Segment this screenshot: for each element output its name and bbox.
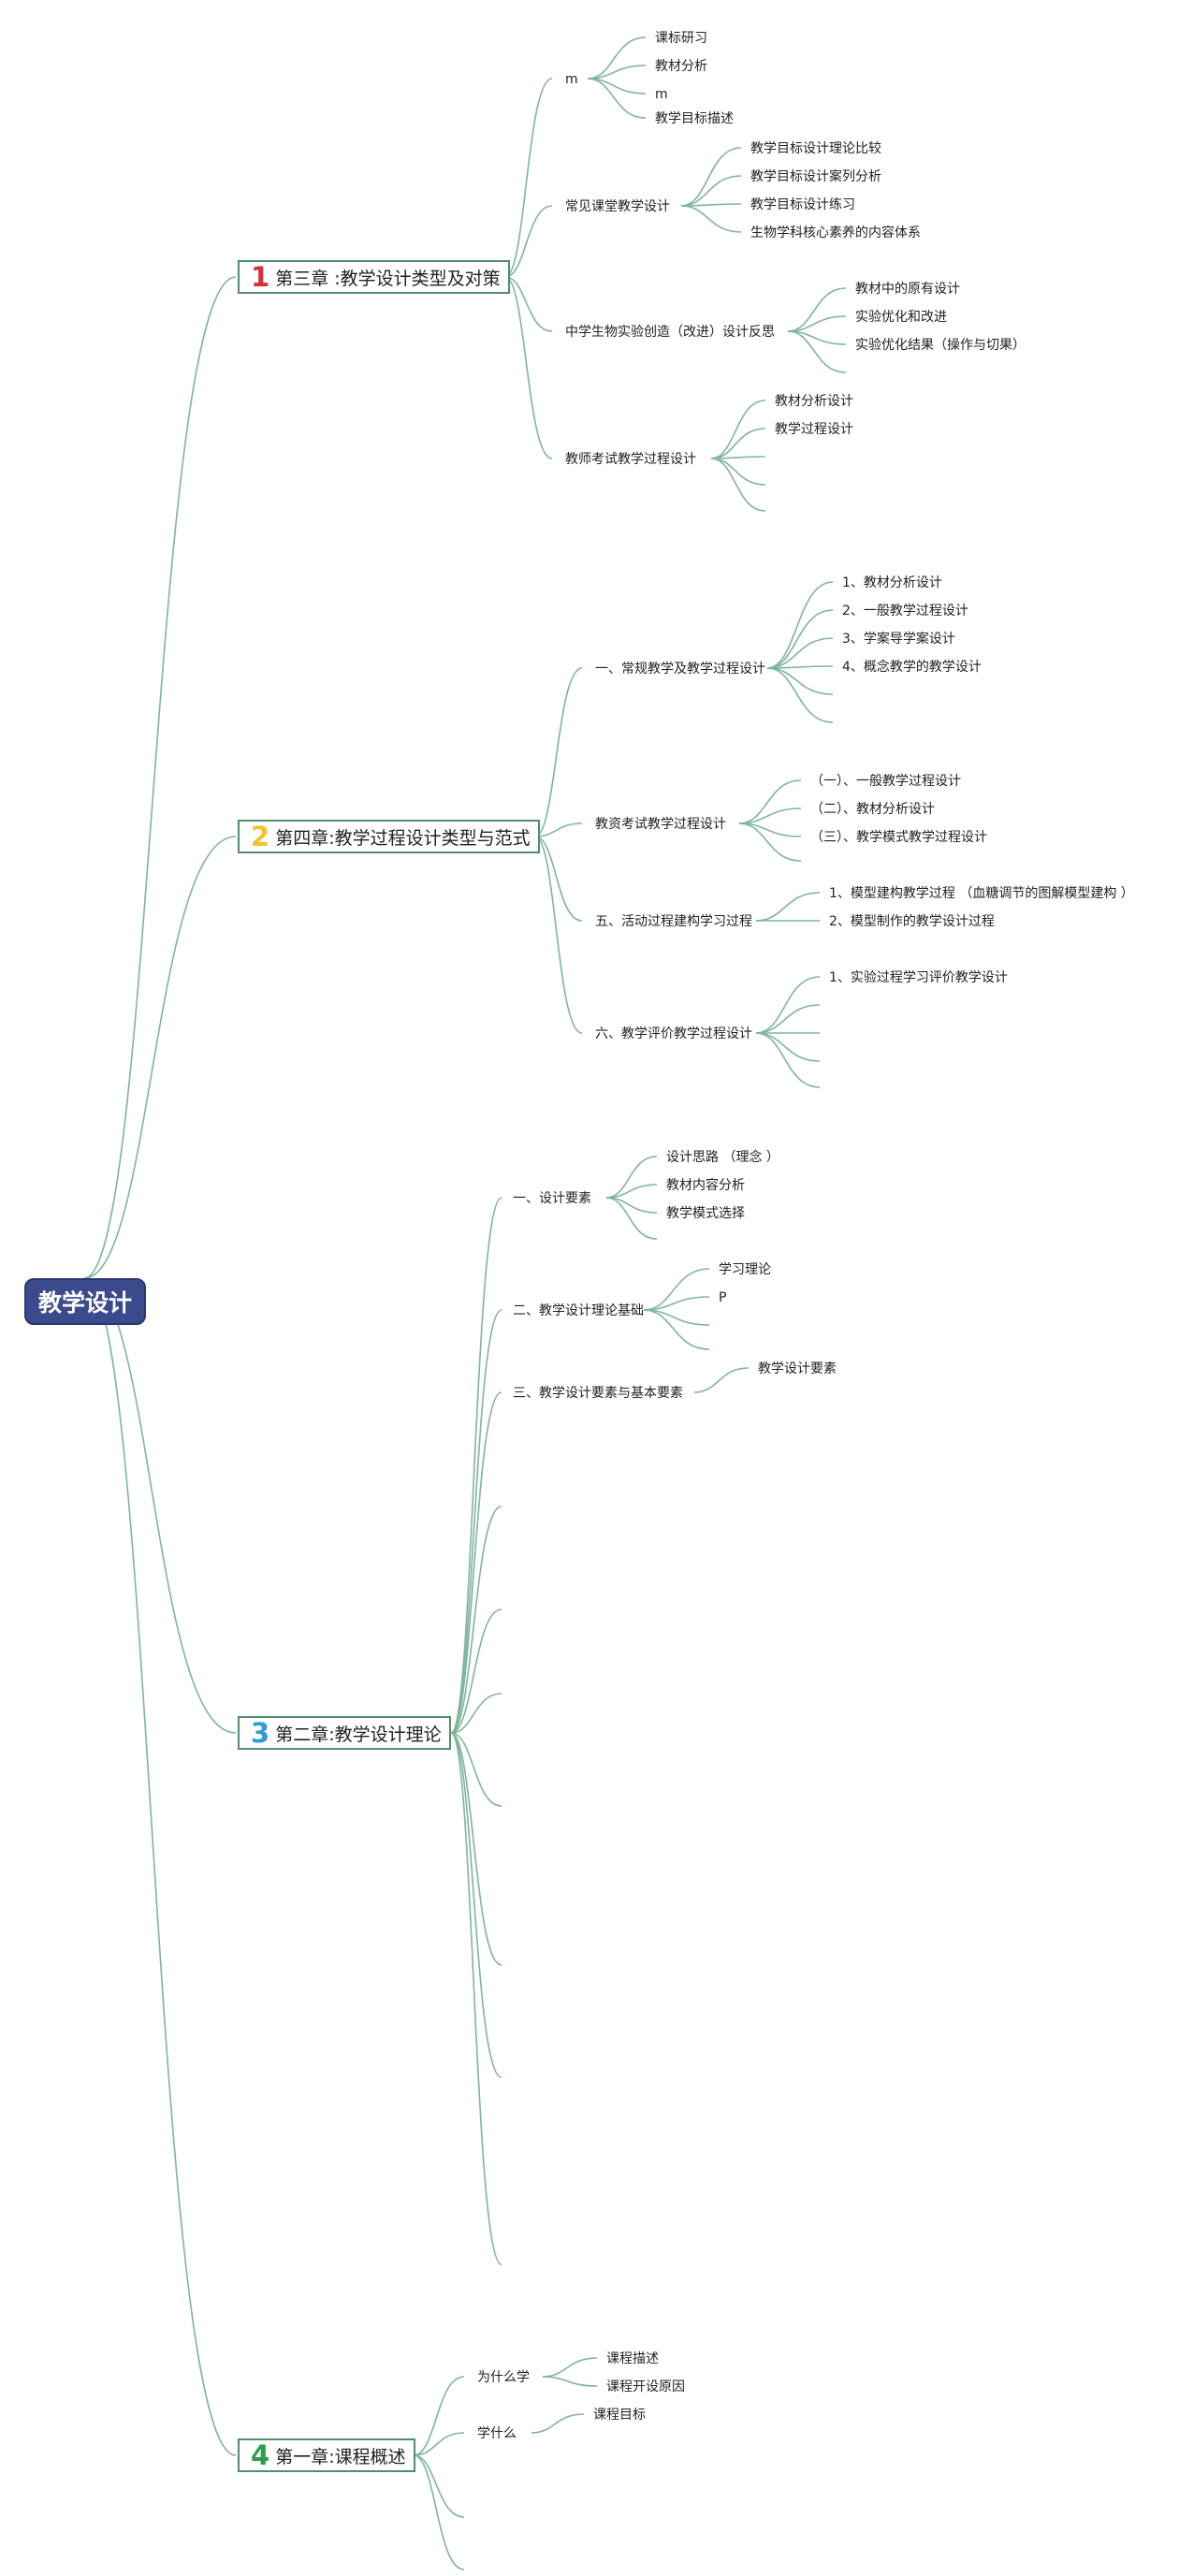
c3s1-item-3[interactable]: 教学模式选择 — [666, 1206, 745, 1221]
chapter-node-2[interactable]: 2 第四章:教学过程设计类型与范式 — [238, 820, 540, 853]
c2s1-item-4[interactable]: 4、概念教学的教学设计 — [842, 660, 982, 675]
c2s1-item-1[interactable]: 1、教材分析设计 — [842, 575, 942, 590]
chapter-label-4: 第一章:课程概述 — [275, 2446, 406, 2467]
c3s2-item-2[interactable]: P — [719, 1290, 727, 1305]
chapter-number-4: 4 — [251, 2438, 270, 2471]
c1s2-item-3[interactable]: 教学目标设计练习 — [750, 197, 855, 212]
c1s2-item-4[interactable]: 生物学科核心素养的内容体系 — [750, 226, 921, 240]
c2s3-item-1[interactable]: 1、模型建构教学过程 （血糖调节的图解模型建构 ） — [829, 886, 1134, 901]
chapter-number-1: 1 — [251, 260, 270, 293]
c1s3-item-3[interactable]: 实验优化结果（操作与切果） — [855, 338, 1026, 353]
c2s2-item-3[interactable]: （三）、教学模式教学过程设计 — [810, 830, 987, 845]
c2s1-item-2[interactable]: 2、一般教学过程设计 — [842, 604, 968, 619]
c2s3-item-2[interactable]: 2、模型制作的教学设计过程 — [829, 914, 995, 929]
c3-section-2[interactable]: 二、教学设计理论基础 — [513, 1303, 644, 1318]
c1s4-item-2[interactable]: 教学过程设计 — [775, 422, 853, 437]
c3s2-item-1[interactable]: 学习理论 — [719, 1262, 771, 1277]
chapter-node-4[interactable]: 4 第一章:课程概述 — [238, 2438, 415, 2472]
c1s1-item-1[interactable]: 课标研习 — [655, 31, 707, 46]
chapter-label-2: 第四章:教学过程设计类型与范式 — [275, 827, 531, 849]
c4s1-item-2[interactable]: 课程开设原因 — [606, 2380, 685, 2394]
c2s1-item-3[interactable]: 3、学案导学案设计 — [842, 632, 955, 647]
c3-section-3[interactable]: 三、教学设计要素与基本要素 — [513, 1386, 683, 1401]
c3s1-item-1[interactable]: 设计思路 （理念 ） — [666, 1150, 779, 1165]
c4s2-item-1[interactable]: 课程目标 — [593, 2408, 646, 2423]
c2s2-item-1[interactable]: （一）、一般教学过程设计 — [810, 774, 961, 789]
c2-section-2[interactable]: 教资考试教学过程设计 — [595, 817, 726, 832]
c2s4-item-1[interactable]: 1、实验过程学习评价教学设计 — [829, 970, 1008, 985]
c2-section-1[interactable]: 一、常规教学及教学过程设计 — [595, 662, 765, 677]
c4-section-2[interactable]: 学什么 — [477, 2426, 517, 2441]
c4s1-item-1[interactable]: 课程描述 — [606, 2351, 659, 2366]
chapter-number-2: 2 — [251, 820, 270, 852]
chapter-number-3: 3 — [251, 1716, 270, 1749]
c3s3-item-1[interactable]: 教学设计要素 — [758, 1361, 837, 1376]
c1s1-item-3[interactable]: m — [655, 87, 668, 102]
chapter-node-3[interactable]: 3 第二章:教学设计理论 — [238, 1716, 451, 1750]
chapter-label-1: 第三章 :教学设计类型及对策 — [275, 268, 501, 289]
c3-section-1[interactable]: 一、设计要素 — [513, 1191, 591, 1206]
chapter-node-1[interactable]: 1 第三章 :教学设计类型及对策 — [238, 260, 510, 294]
c1-section-3[interactable]: 中学生物实验创造（改进）设计反思 — [565, 325, 775, 340]
c2-section-3[interactable]: 五、活动过程建构学习过程 — [595, 914, 752, 929]
c4-section-1[interactable]: 为什么学 — [477, 2370, 530, 2385]
c1-section-2[interactable]: 常见课堂教学设计 — [565, 199, 670, 214]
root-node[interactable]: 教学设计 — [24, 1278, 146, 1325]
c1s2-item-2[interactable]: 教学目标设计案列分析 — [750, 169, 881, 184]
c1s3-item-1[interactable]: 教材中的原有设计 — [855, 282, 960, 297]
c3s1-item-2[interactable]: 教材内容分析 — [666, 1178, 745, 1193]
c1s1-item-2[interactable]: 教材分析 — [655, 59, 707, 74]
chapter-label-3: 第二章:教学设计理论 — [275, 1724, 442, 1745]
c1s4-item-1[interactable]: 教材分析设计 — [775, 394, 853, 409]
c2s2-item-2[interactable]: （二）、教材分析设计 — [810, 802, 935, 817]
c1s2-item-1[interactable]: 教学目标设计理论比较 — [750, 141, 881, 156]
c1-section-4[interactable]: 教师考试教学过程设计 — [565, 452, 696, 467]
c1s3-item-2[interactable]: 实验优化和改进 — [855, 310, 947, 325]
c2-section-4[interactable]: 六、教学评价教学过程设计 — [595, 1026, 752, 1041]
c1s1-item-4[interactable]: 教学目标描述 — [655, 111, 734, 126]
c1-section-1[interactable]: m — [565, 72, 578, 87]
